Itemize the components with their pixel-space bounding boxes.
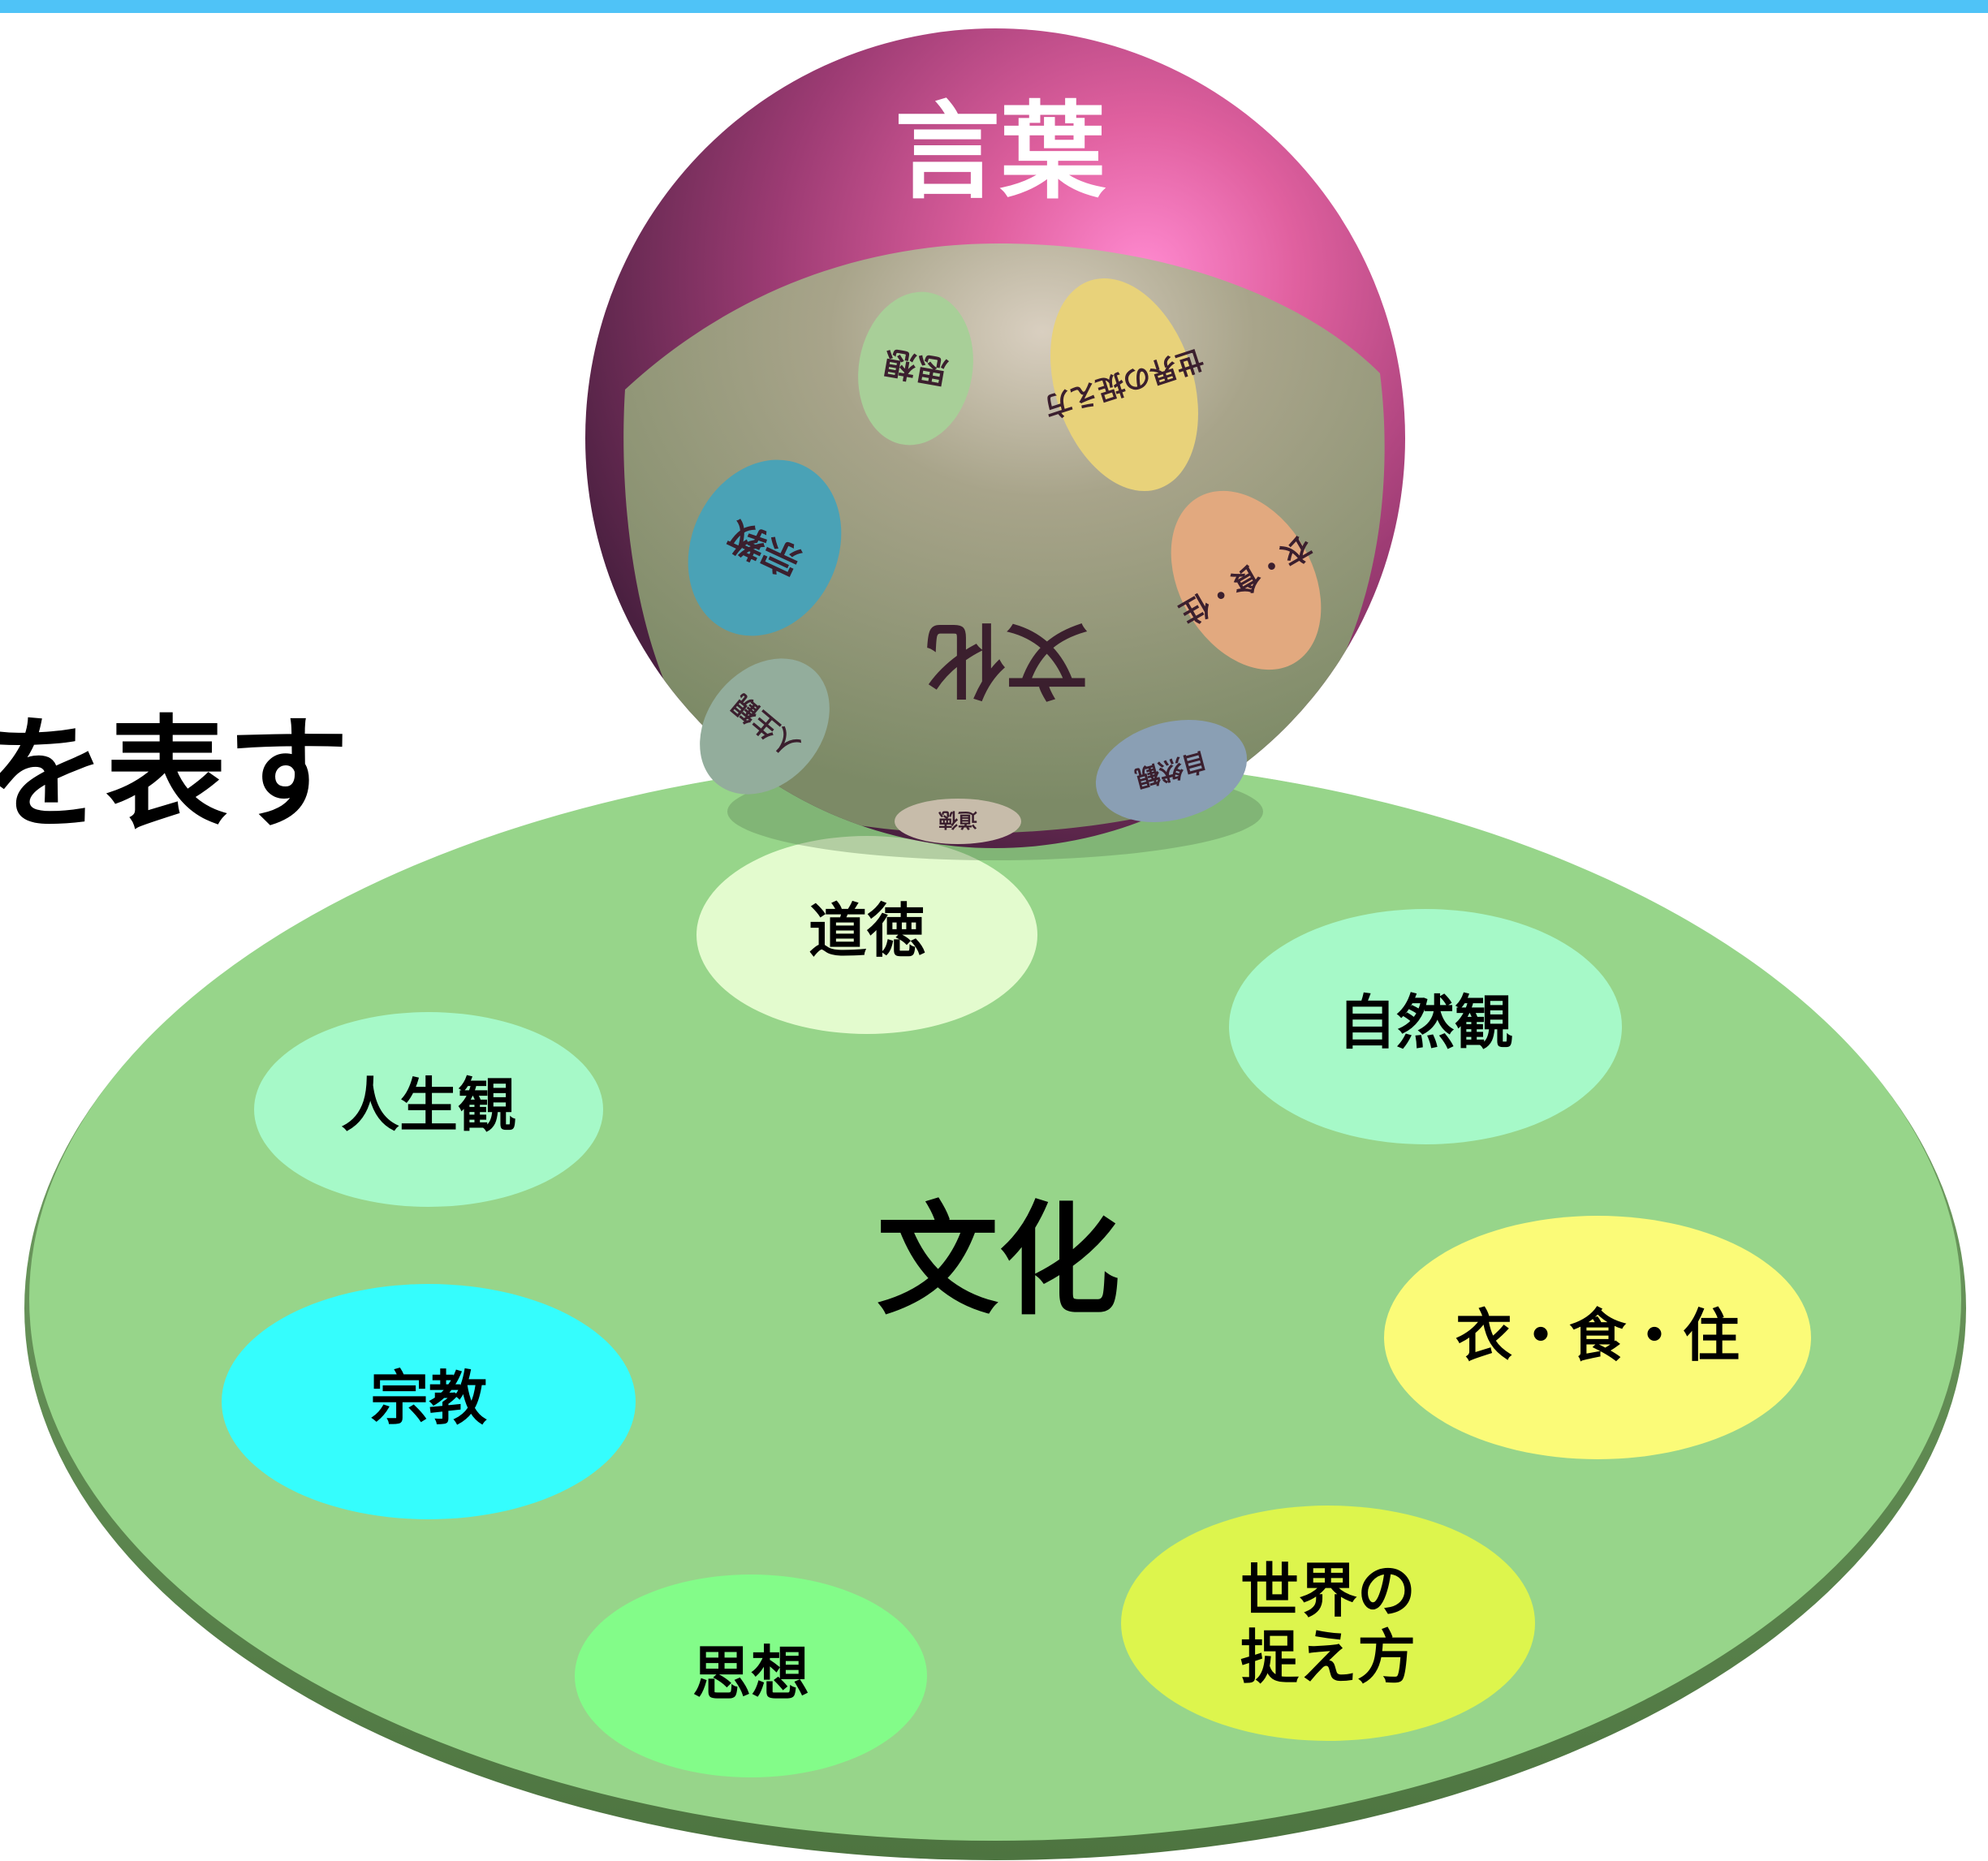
sphere-item-bubble bbox=[895, 799, 1021, 844]
sphere-item-clothing-food-housing: 衣・食・住 bbox=[1171, 490, 1322, 670]
plate-item-label: 思想 bbox=[692, 1639, 809, 1708]
language-sphere: 言葉 思想 世界の捉え方 宗教 衣・食・住 人生観 自然観 道徳 bbox=[585, 28, 1405, 848]
plate-item-religion: 宗教 bbox=[222, 1284, 636, 1519]
plate-item-label: 道徳 bbox=[809, 897, 925, 965]
sphere-item-view-of-life: 人生観 bbox=[700, 658, 830, 795]
plate-item-bubble bbox=[1384, 1216, 1811, 1459]
plate-center-label: 文化 bbox=[877, 1191, 1120, 1332]
sphere-item-worldview: 世界の捉え方 bbox=[1040, 278, 1207, 492]
sphere-item-bubble bbox=[688, 459, 842, 636]
plate-item-clothing-food-housing: 衣・食・住 bbox=[1384, 1216, 1811, 1459]
plate-item-thought: 思想 bbox=[575, 1575, 927, 1777]
plate-item-label-line1: 世界の bbox=[1240, 1557, 1416, 1625]
top-accent-bar bbox=[0, 0, 1988, 13]
plate-item-bubble bbox=[254, 1012, 603, 1207]
plate-item-bubble bbox=[1121, 1506, 1535, 1741]
partial-title: を表す bbox=[0, 704, 350, 846]
sphere-outer-label: 言葉 bbox=[895, 90, 1106, 213]
sphere-item-bubble bbox=[1171, 490, 1322, 670]
plate-item-label: 宗教 bbox=[370, 1364, 487, 1432]
plate-item-label-line2: 捉え方 bbox=[1240, 1623, 1416, 1691]
sphere-item-bubble bbox=[1095, 720, 1248, 822]
plate-item-view-of-nature: 自然観 bbox=[1229, 909, 1622, 1144]
sphere-item-bubble bbox=[1050, 278, 1198, 492]
plate-item-bubble bbox=[575, 1575, 927, 1777]
sphere-item-religion: 宗教 bbox=[688, 459, 842, 636]
sphere-item-label: 道徳 bbox=[938, 808, 977, 831]
plate-item-morality: 道徳 bbox=[696, 836, 1037, 1034]
plate-item-view-of-life: 人生観 bbox=[254, 1012, 603, 1207]
plate-item-bubble bbox=[1229, 909, 1622, 1144]
sphere-item-bubble bbox=[858, 291, 973, 446]
sphere-item-view-of-nature: 自然観 bbox=[1095, 720, 1248, 822]
plate-item-label: 人生観 bbox=[341, 1071, 516, 1139]
plate-item-bubble bbox=[222, 1284, 636, 1519]
sphere-inner-label: 文化 bbox=[925, 612, 1088, 707]
sphere-item-bubble bbox=[700, 658, 830, 795]
plate-item-bubble bbox=[696, 836, 1037, 1034]
plate-item-label: 衣・食・住 bbox=[1455, 1303, 1740, 1369]
plate-item-worldview: 世界の 捉え方 bbox=[1121, 1506, 1535, 1741]
sphere-item-morality: 道徳 bbox=[895, 799, 1021, 844]
sphere-item-thought: 思想 bbox=[858, 291, 973, 446]
plate-item-label: 自然観 bbox=[1338, 989, 1513, 1057]
